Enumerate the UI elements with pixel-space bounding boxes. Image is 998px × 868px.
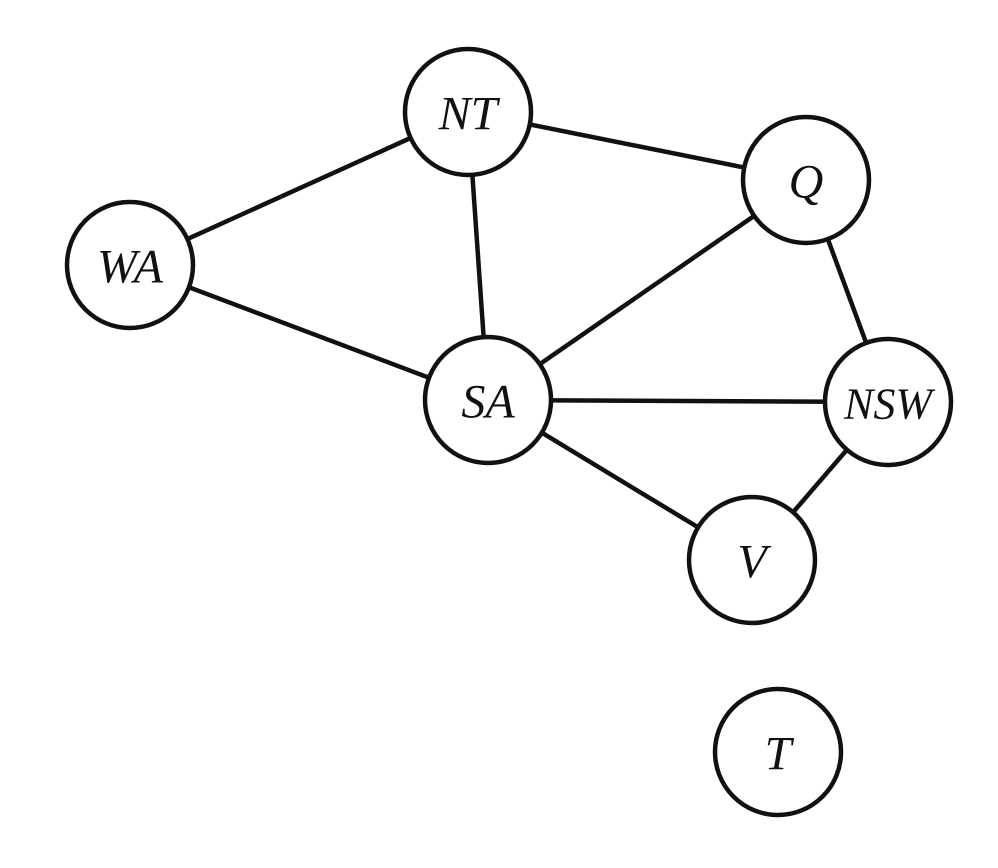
node-circle-nt <box>402 46 534 178</box>
node-label-wa: WA <box>97 241 164 294</box>
node-wa: WA <box>64 199 196 331</box>
node-label-sa: SA <box>461 376 515 429</box>
node-sa: SA <box>422 334 554 466</box>
node-label-nt: NT <box>438 88 501 141</box>
node-v: V <box>686 494 818 626</box>
nodes: WA NT Q SA NSW V T <box>64 46 954 818</box>
node-circle-nsw <box>822 336 954 468</box>
node-label-t: T <box>765 728 795 781</box>
node-circle-sa <box>422 334 554 466</box>
node-circle-v <box>686 494 818 626</box>
node-circle-t <box>712 686 844 818</box>
node-label-q: Q <box>789 156 824 209</box>
node-label-v: V <box>737 536 771 589</box>
node-t: T <box>712 686 844 818</box>
node-label-nsw: NSW <box>843 380 935 429</box>
node-nsw: NSW <box>822 336 954 468</box>
node-circle-wa <box>64 199 196 331</box>
node-circle-q <box>740 114 872 246</box>
node-nt: NT <box>402 46 534 178</box>
edge-sa-nsw <box>485 397 891 405</box>
node-q: Q <box>740 114 872 246</box>
